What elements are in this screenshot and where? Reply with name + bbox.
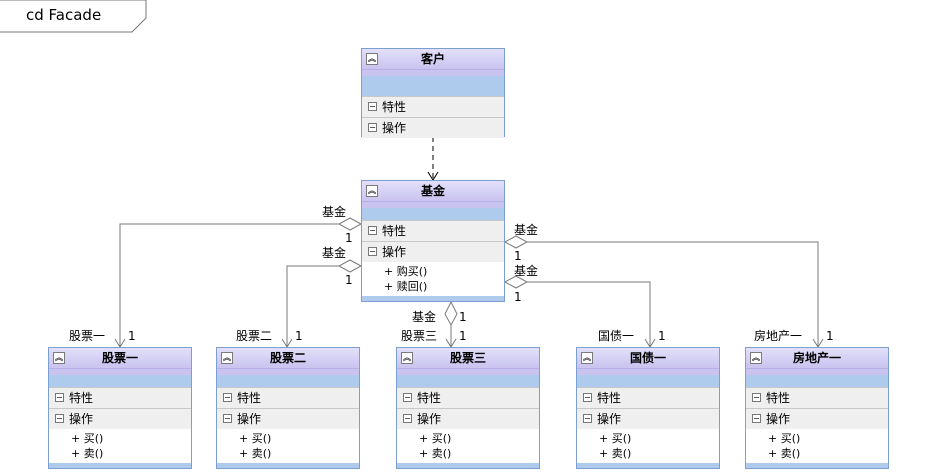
assoc-stock2-source-mult: 1 [345, 273, 353, 287]
collapse-toggle-icon[interactable]: − [403, 393, 412, 402]
collapse-icon[interactable]: ︽ [581, 352, 593, 364]
collapse-toggle-icon[interactable]: − [55, 414, 64, 423]
operation-item[interactable]: + 卖() [768, 447, 801, 460]
assoc-stock3-target-role: 股票三 [401, 329, 438, 343]
operation-item[interactable]: + 卖() [71, 447, 104, 460]
assoc-stock1-source-mult: 1 [345, 231, 353, 245]
class-stock2-name: 股票二 [269, 351, 306, 365]
operation-item[interactable]: + 买() [71, 432, 104, 445]
class-stock1-name: 股票一 [101, 351, 138, 365]
aggregation-diamond-stock2 [337, 259, 363, 273]
assoc-stock3-source-role: 基金 [412, 310, 437, 324]
class-stock2[interactable]: ︽ 股票二 − 特性 − 操作 + 买() + 卖() [216, 347, 360, 469]
operations-list: + 买() + 卖() [746, 429, 888, 463]
collapse-toggle-icon[interactable]: − [583, 414, 592, 423]
association-line-stock2 [286, 265, 339, 347]
operation-item[interactable]: + 赎回() [384, 280, 428, 293]
operation-item[interactable]: + 卖() [599, 447, 632, 460]
class-bond1-name: 国债一 [629, 351, 666, 365]
operation-item[interactable]: + 购买() [384, 265, 428, 278]
class-realestate1-name: 房地产一 [792, 351, 841, 365]
operations-section[interactable]: − 操作 [746, 408, 888, 429]
association-line-realestate1 [527, 241, 819, 347]
class-client-name: 客户 [420, 52, 445, 66]
class-realestate1[interactable]: ︽ 房地产一 − 特性 − 操作 + 买() + 卖() [745, 347, 889, 469]
operations-section[interactable]: − 操作 [362, 241, 504, 262]
class-fund-header: ︽ 基金 [362, 181, 504, 201]
attributes-section[interactable]: − 特性 [362, 96, 504, 117]
collapse-icon[interactable]: ︽ [401, 352, 413, 364]
collapse-toggle-icon[interactable]: − [368, 247, 377, 256]
collapse-toggle-icon[interactable]: − [583, 393, 592, 402]
collapse-toggle-icon[interactable]: − [403, 414, 412, 423]
operations-section[interactable]: − 操作 [362, 117, 504, 138]
collapse-icon[interactable]: ︽ [53, 352, 65, 364]
assoc-stock1-source-role: 基金 [322, 205, 347, 219]
operation-item[interactable]: + 卖() [239, 447, 272, 460]
assoc-realestate1-target-role: 房地产一 [754, 329, 803, 343]
operations-list: + 买() + 卖() [217, 429, 359, 463]
class-fund[interactable]: ︽ 基金 − 特性 − 操作 + 购买() + 赎回() [361, 180, 505, 302]
collapse-toggle-icon[interactable]: − [55, 393, 64, 402]
assoc-bond1-source-mult: 1 [514, 290, 522, 304]
operation-item[interactable]: + 买() [599, 432, 632, 445]
operations-list: + 购买() + 赎回() [362, 262, 504, 296]
operation-item[interactable]: + 买() [419, 432, 452, 445]
collapse-toggle-icon[interactable]: − [368, 226, 377, 235]
operation-item[interactable]: + 卖() [419, 447, 452, 460]
association-line-bond1 [527, 281, 651, 347]
class-client-header: ︽ 客户 [362, 49, 504, 69]
operations-list: + 买() + 卖() [49, 429, 191, 463]
attributes-section[interactable]: − 特性 [577, 387, 719, 408]
attributes-section[interactable]: − 特性 [49, 387, 191, 408]
operation-item[interactable]: + 买() [239, 432, 272, 445]
operations-list: + 买() + 卖() [577, 429, 719, 463]
class-fund-name: 基金 [420, 184, 445, 198]
collapse-toggle-icon[interactable]: − [368, 123, 377, 132]
class-client[interactable]: ︽ 客户 − 特性 − 操作 [361, 48, 505, 138]
assoc-realestate1-source-mult: 1 [514, 249, 522, 263]
collapse-toggle-icon[interactable]: − [752, 393, 761, 402]
association-line-stock1 [119, 223, 339, 347]
assoc-stock3-target-mult: 1 [459, 329, 467, 343]
operations-section[interactable]: − 操作 [577, 408, 719, 429]
collapse-toggle-icon[interactable]: − [368, 102, 377, 111]
attributes-section[interactable]: − 特性 [217, 387, 359, 408]
collapse-toggle-icon[interactable]: − [752, 414, 761, 423]
collapse-icon[interactable]: ︽ [750, 352, 762, 364]
operations-section[interactable]: − 操作 [49, 408, 191, 429]
assoc-stock2-target-mult: 1 [295, 329, 303, 343]
collapse-toggle-icon[interactable]: − [223, 414, 232, 423]
collapse-toggle-icon[interactable]: − [223, 393, 232, 402]
diagram-title: cd Facade [26, 6, 102, 24]
assoc-stock1-target-role: 股票一 [69, 329, 106, 343]
class-stock3-name: 股票三 [449, 351, 486, 365]
aggregation-diamond-realestate1 [503, 235, 529, 249]
class-stock1[interactable]: ︽ 股票一 − 特性 − 操作 + 买() + 卖() [48, 347, 192, 469]
assoc-bond1-target-role: 国债一 [598, 329, 635, 343]
operation-item[interactable]: + 买() [768, 432, 801, 445]
class-bond1[interactable]: ︽ 国债一 − 特性 − 操作 + 买() + 卖() [576, 347, 720, 469]
attributes-section[interactable]: − 特性 [397, 387, 539, 408]
operations-section[interactable]: − 操作 [397, 408, 539, 429]
operations-list: + 买() + 卖() [397, 429, 539, 463]
assoc-bond1-target-mult: 1 [658, 329, 666, 343]
aggregation-diamond-stock3 [444, 300, 458, 327]
attributes-section[interactable]: − 特性 [746, 387, 888, 408]
assoc-bond1-source-role: 基金 [514, 264, 539, 278]
collapse-icon[interactable]: ︽ [221, 352, 233, 364]
assoc-stock1-target-mult: 1 [128, 329, 136, 343]
aggregation-diamond-stock1 [337, 217, 363, 231]
assoc-realestate1-target-mult: 1 [826, 329, 834, 343]
attributes-section[interactable]: − 特性 [362, 220, 504, 241]
diagram-frame-tab [0, 0, 147, 33]
operations-section[interactable]: − 操作 [217, 408, 359, 429]
assoc-stock2-source-role: 基金 [322, 246, 347, 260]
collapse-icon[interactable]: ︽ [366, 53, 378, 65]
collapse-icon[interactable]: ︽ [366, 185, 378, 197]
assoc-realestate1-source-role: 基金 [514, 223, 539, 237]
assoc-stock2-target-role: 股票二 [236, 329, 273, 343]
assoc-stock3-source-mult: 1 [459, 310, 467, 324]
class-stock3[interactable]: ︽ 股票三 − 特性 − 操作 + 买() + 卖() [396, 347, 540, 469]
